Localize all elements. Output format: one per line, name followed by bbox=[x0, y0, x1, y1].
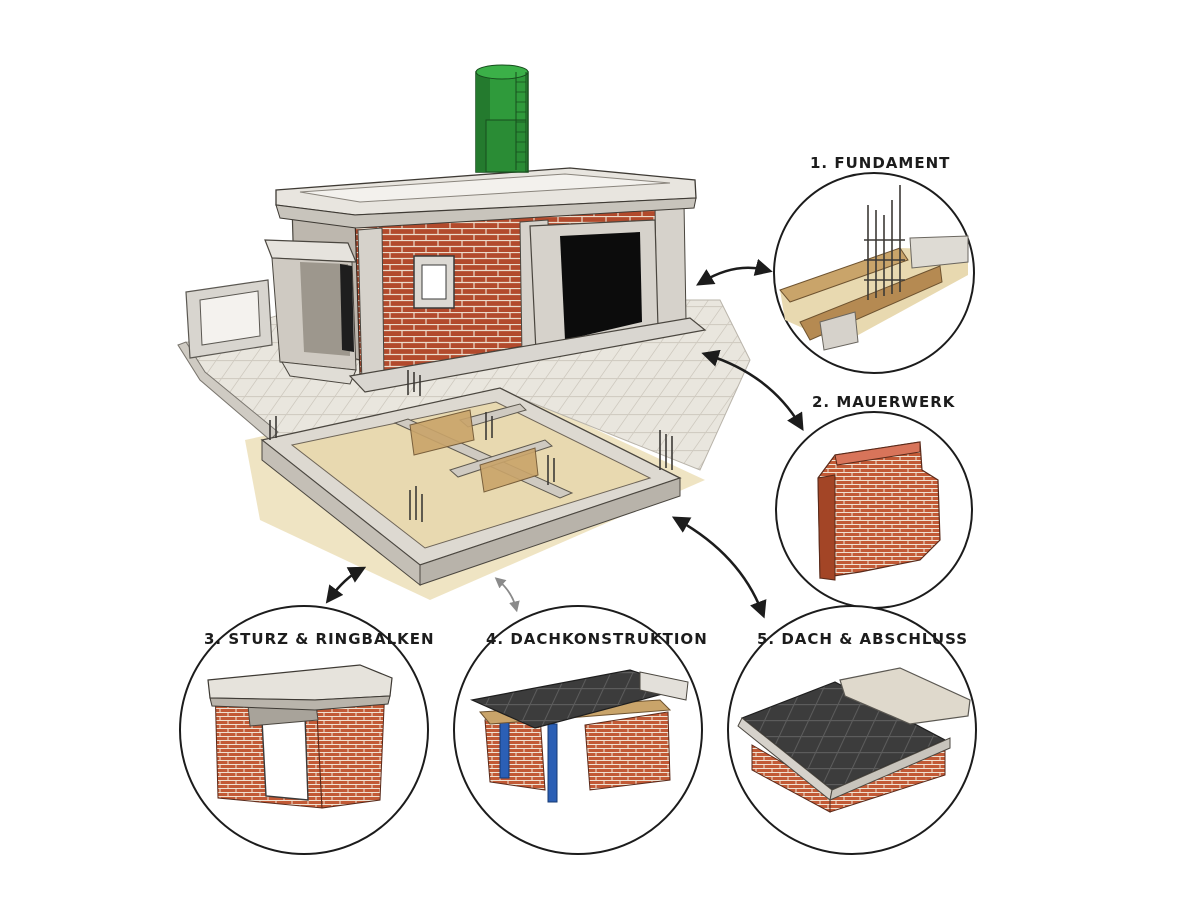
step-label-sturz-ringbalken: 3. STURZ & RINGBALKEN bbox=[204, 630, 435, 648]
arrow-to-fundament bbox=[696, 258, 773, 286]
arrow-to-dachkonstruktion bbox=[494, 577, 520, 613]
steel-post-right bbox=[547, 723, 558, 803]
foundation-frame bbox=[260, 370, 682, 587]
building bbox=[264, 167, 707, 393]
arrow-to-sturz bbox=[325, 566, 367, 604]
detail-dachkonstruktion bbox=[453, 605, 703, 855]
arrows bbox=[325, 258, 804, 619]
step-label-dach-abschluss: 5. DACH & ABSCHLUSS bbox=[757, 630, 969, 648]
green-silo bbox=[475, 64, 529, 173]
arrow-to-dach-abschluss bbox=[671, 516, 767, 619]
detail-fundament bbox=[773, 172, 975, 374]
side-frame bbox=[185, 279, 273, 359]
curb bbox=[177, 341, 279, 441]
step-label-mauerwerk: 2. MAUERWERK bbox=[812, 393, 956, 411]
detail-mauerwerk bbox=[775, 411, 973, 609]
step-label-dachkonstruktion: 4. DACHKONSTRUKTION bbox=[486, 630, 708, 648]
steel-post-left bbox=[499, 717, 510, 779]
arrow-to-mauerwerk bbox=[701, 349, 804, 432]
detail-sturz-ringbalken bbox=[179, 605, 429, 855]
main-scene bbox=[177, 64, 751, 600]
porch-canopy bbox=[264, 239, 357, 263]
detail-dach-abschluss bbox=[727, 605, 977, 855]
step-label-fundament: 1. FUNDAMENT bbox=[810, 154, 951, 172]
